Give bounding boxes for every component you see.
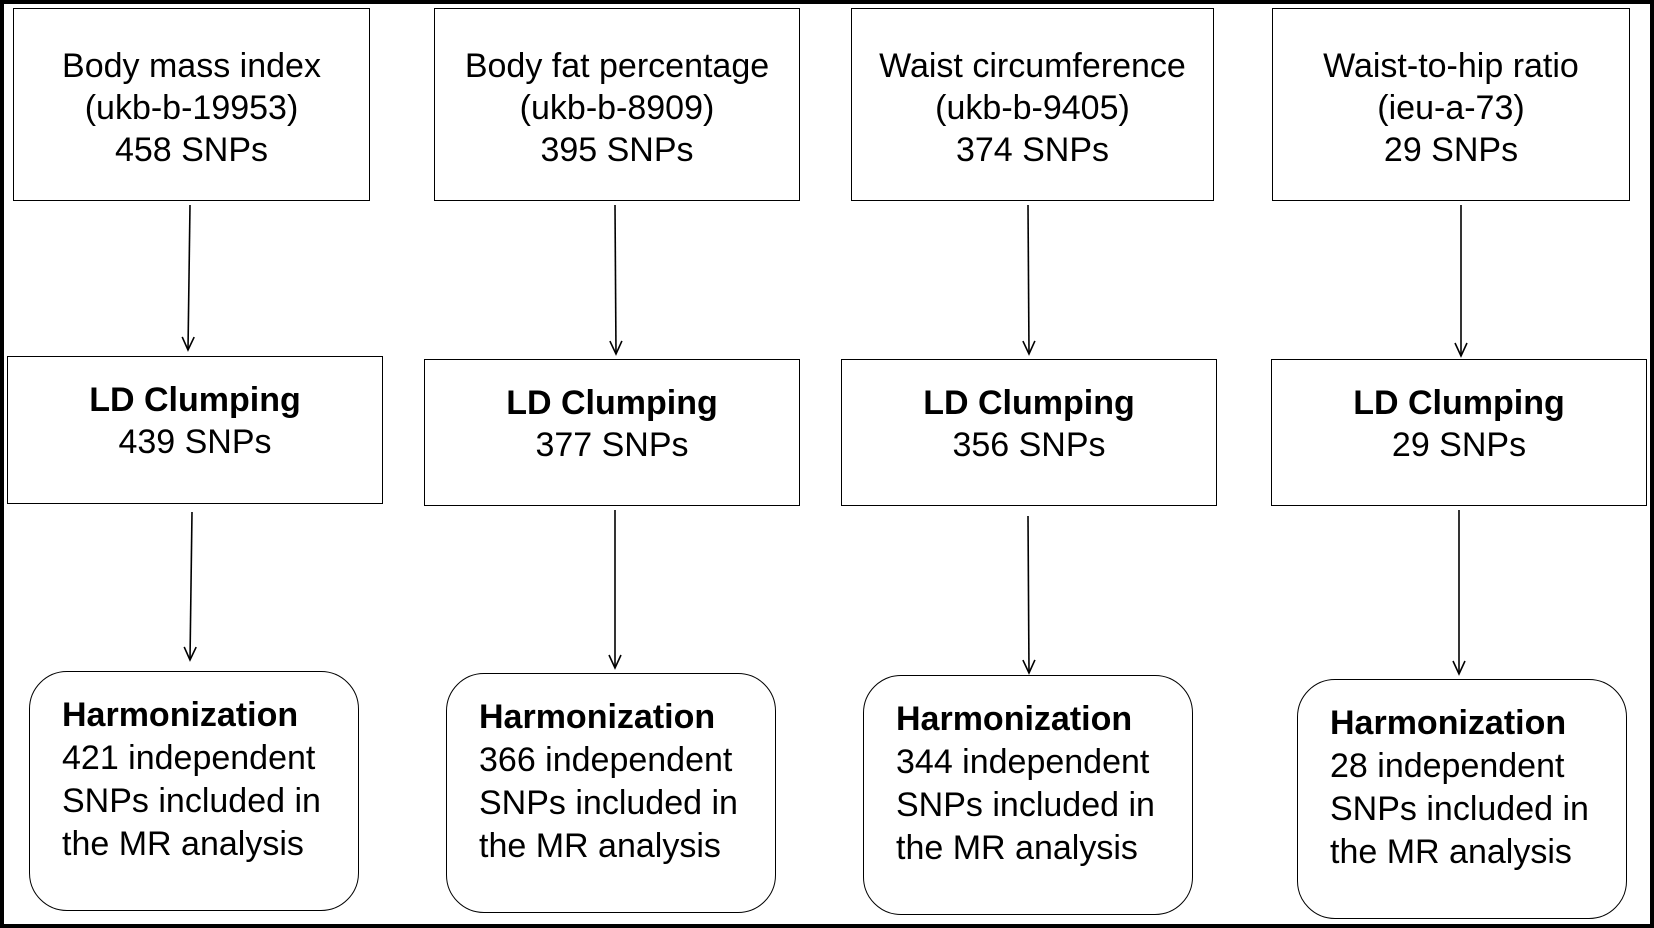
harmonization-line: 344 independent bbox=[896, 743, 1150, 781]
trait-box-bmi: Body mass index (ukb-b-19953) 458 SNPs bbox=[13, 8, 370, 201]
arrow-fat-to-clumping bbox=[609, 204, 623, 356]
harmonization-line: SNPs included in bbox=[62, 782, 321, 820]
harmonization-line: the MR analysis bbox=[896, 829, 1138, 867]
harmonization-line: the MR analysis bbox=[62, 825, 304, 863]
clumping-box-waist-to-hip: LD Clumping 29 SNPs bbox=[1271, 359, 1647, 506]
clumping-snps: 356 SNPs bbox=[952, 426, 1106, 464]
clumping-snps: 377 SNPs bbox=[535, 426, 689, 464]
trait-box-body-fat: Body fat percentage (ukb-b-8909) 395 SNP… bbox=[434, 8, 800, 201]
clumping-title: LD Clumping bbox=[89, 381, 301, 419]
clumping-title: LD Clumping bbox=[923, 384, 1135, 422]
arrow-bmi-to-clumping bbox=[181, 204, 195, 352]
trait-name: Body fat percentage bbox=[464, 47, 770, 85]
harmonization-title: Harmonization bbox=[62, 696, 299, 734]
trait-box-waist-circumference: Waist circumference (ukb-b-9405) 374 SNP… bbox=[851, 8, 1214, 201]
harmonization-line: 28 independent bbox=[1330, 747, 1565, 785]
trait-snps: 395 SNPs bbox=[540, 131, 694, 169]
harmonization-line: the MR analysis bbox=[479, 827, 721, 865]
clumping-title: LD Clumping bbox=[506, 384, 718, 422]
harmonization-line: 366 independent bbox=[479, 741, 733, 779]
harmonization-line: 421 independent bbox=[62, 739, 316, 777]
harmonization-title: Harmonization bbox=[896, 700, 1133, 738]
harmonization-box-waist-to-hip: Harmonization 28 independent SNPs includ… bbox=[1297, 679, 1627, 919]
trait-snps: 458 SNPs bbox=[114, 131, 269, 169]
harmonization-line: SNPs included in bbox=[1330, 790, 1589, 828]
trait-id: (ieu-a-73) bbox=[1377, 89, 1525, 127]
harmonization-title: Harmonization bbox=[1330, 704, 1567, 742]
clumping-snps: 439 SNPs bbox=[118, 423, 272, 461]
clumping-box-bmi: LD Clumping 439 SNPs bbox=[7, 356, 383, 504]
clumping-box-body-fat: LD Clumping 377 SNPs bbox=[424, 359, 800, 506]
trait-name: Waist circumference bbox=[879, 47, 1186, 85]
trait-name: Body mass index bbox=[62, 47, 321, 85]
harmonization-line: SNPs included in bbox=[896, 786, 1155, 824]
trait-box-waist-to-hip: Waist-to-hip ratio (ieu-a-73) 29 SNPs bbox=[1272, 8, 1630, 201]
harmonization-line: the MR analysis bbox=[1330, 833, 1572, 871]
harmonization-box-body-fat: Harmonization 366 independent SNPs inclu… bbox=[446, 673, 776, 913]
clumping-box-waist-circumference: LD Clumping 356 SNPs bbox=[841, 359, 1217, 506]
arrow-waist-clumping-to-harmonization bbox=[1022, 515, 1036, 675]
harmonization-title: Harmonization bbox=[479, 698, 716, 736]
harmonization-line: SNPs included in bbox=[479, 784, 738, 822]
trait-id: (ukb-b-19953) bbox=[84, 89, 299, 127]
trait-snps: 374 SNPs bbox=[955, 131, 1110, 169]
clumping-title: LD Clumping bbox=[1353, 384, 1565, 422]
arrow-waist-to-clumping bbox=[1022, 204, 1036, 356]
trait-snps: 29 SNPs bbox=[1383, 131, 1519, 169]
harmonization-box-bmi: Harmonization 421 independent SNPs inclu… bbox=[29, 671, 359, 911]
trait-name: Waist-to-hip ratio bbox=[1323, 47, 1579, 85]
harmonization-box-waist-circumference: Harmonization 344 independent SNPs inclu… bbox=[863, 675, 1193, 915]
clumping-snps: 29 SNPs bbox=[1391, 426, 1527, 464]
arrow-bmi-clumping-to-harmonization bbox=[183, 511, 197, 662]
trait-id: (ukb-b-8909) bbox=[519, 89, 715, 127]
trait-id: (ukb-b-9405) bbox=[935, 89, 1130, 127]
